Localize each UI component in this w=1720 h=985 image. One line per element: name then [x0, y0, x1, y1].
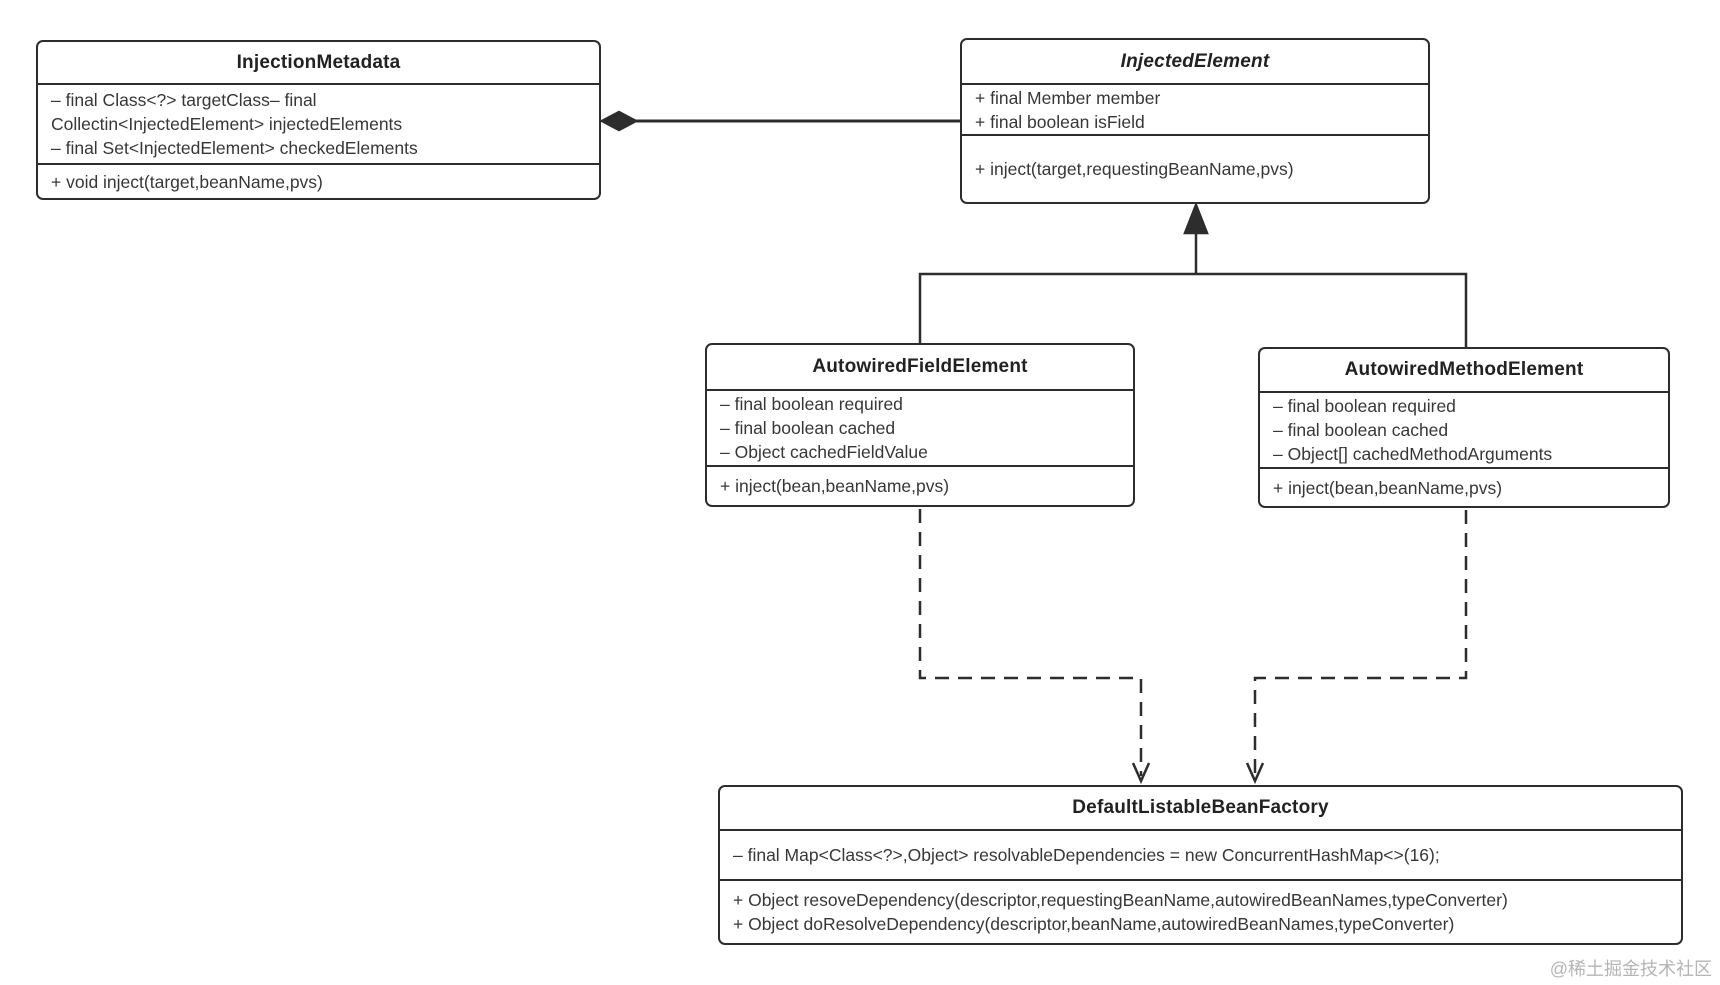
attribute-line: – final Set<InjectedElement> checkedElem… [51, 138, 418, 158]
attribute-line: + final Member member [975, 87, 1161, 108]
attribute-line: – final Map<Class<?>,Object> resolvableD… [733, 845, 1440, 865]
method-line: + void inject(target,beanName,pvs) [51, 171, 323, 192]
attributes-section: – final Map<Class<?>,Object> resolvableD… [720, 829, 1681, 879]
attribute-line: – Object cachedFieldValue [720, 442, 928, 462]
composition-diamond-icon [599, 110, 639, 132]
dependency-arrowhead-field-icon [1131, 762, 1151, 785]
methods-section: + void inject(target,beanName,pvs) [38, 163, 599, 198]
attribute-line: – final boolean required [720, 394, 903, 414]
class-name: AutowiredMethodElement [1344, 359, 1584, 380]
method-line: + inject(bean,beanName,pvs) [720, 476, 950, 496]
attributes-section: – final Class<?> targetClass– final Coll… [38, 83, 599, 163]
method-line: + Object resoveDependency(descriptor,req… [733, 890, 1508, 910]
inheritance-arrowhead-icon [1183, 201, 1209, 235]
method-line: + Object doResolveDependency(descriptor,… [733, 914, 1455, 934]
class-box-autowired-field-element: AutowiredFieldElement – final boolean re… [705, 343, 1135, 507]
attribute-line: – final boolean required [1273, 396, 1456, 416]
attribute-line: – Object[] cachedMethodArguments [1273, 444, 1553, 464]
attribute-line: – final Class<?> targetClass– final [51, 90, 317, 110]
methods-section: + inject(bean,beanName,pvs) [1260, 467, 1668, 506]
attribute-line: – final boolean cached [720, 418, 896, 438]
class-name: InjectionMetadata [236, 51, 401, 73]
class-name: InjectedElement [1120, 50, 1270, 72]
method-line: + inject(bean,beanName,pvs) [1273, 477, 1503, 498]
attributes-section: – final boolean required – final boolean… [1260, 391, 1668, 467]
attribute-line: + final boolean isField [975, 111, 1145, 132]
class-box-injection-metadata: InjectionMetadata – final Class<?> targe… [36, 40, 601, 200]
methods-section: + Object resoveDependency(descriptor,req… [720, 879, 1681, 943]
attribute-line: Collectin<InjectedElement> injectedEleme… [51, 114, 403, 134]
methods-section: + inject(target,requestingBeanName,pvs) [962, 134, 1428, 202]
attributes-section: + final Member member + final boolean is… [962, 83, 1428, 134]
dependency-path-field [918, 509, 1143, 776]
class-name: DefaultListableBeanFactory [1072, 797, 1329, 818]
methods-section: + inject(bean,beanName,pvs) [707, 465, 1133, 505]
dependency-arrowhead-method-icon [1245, 762, 1265, 785]
dependency-path-method [1253, 510, 1468, 776]
attributes-section: – final boolean required – final boolean… [707, 389, 1133, 465]
attribute-line: – final boolean cached [1273, 420, 1449, 440]
inheritance-branch [918, 272, 1468, 348]
class-box-injected-element: InjectedElement + final Member member + … [960, 38, 1430, 204]
watermark: @稀土掘金技术社区 [1549, 959, 1712, 979]
method-line: + inject(target,requestingBeanName,pvs) [975, 159, 1294, 179]
class-box-autowired-method-element: AutowiredMethodElement – final boolean r… [1258, 347, 1670, 508]
class-name: AutowiredFieldElement [812, 356, 1028, 377]
class-box-default-listable-bean-factory: DefaultListableBeanFactory – final Map<C… [718, 785, 1683, 945]
